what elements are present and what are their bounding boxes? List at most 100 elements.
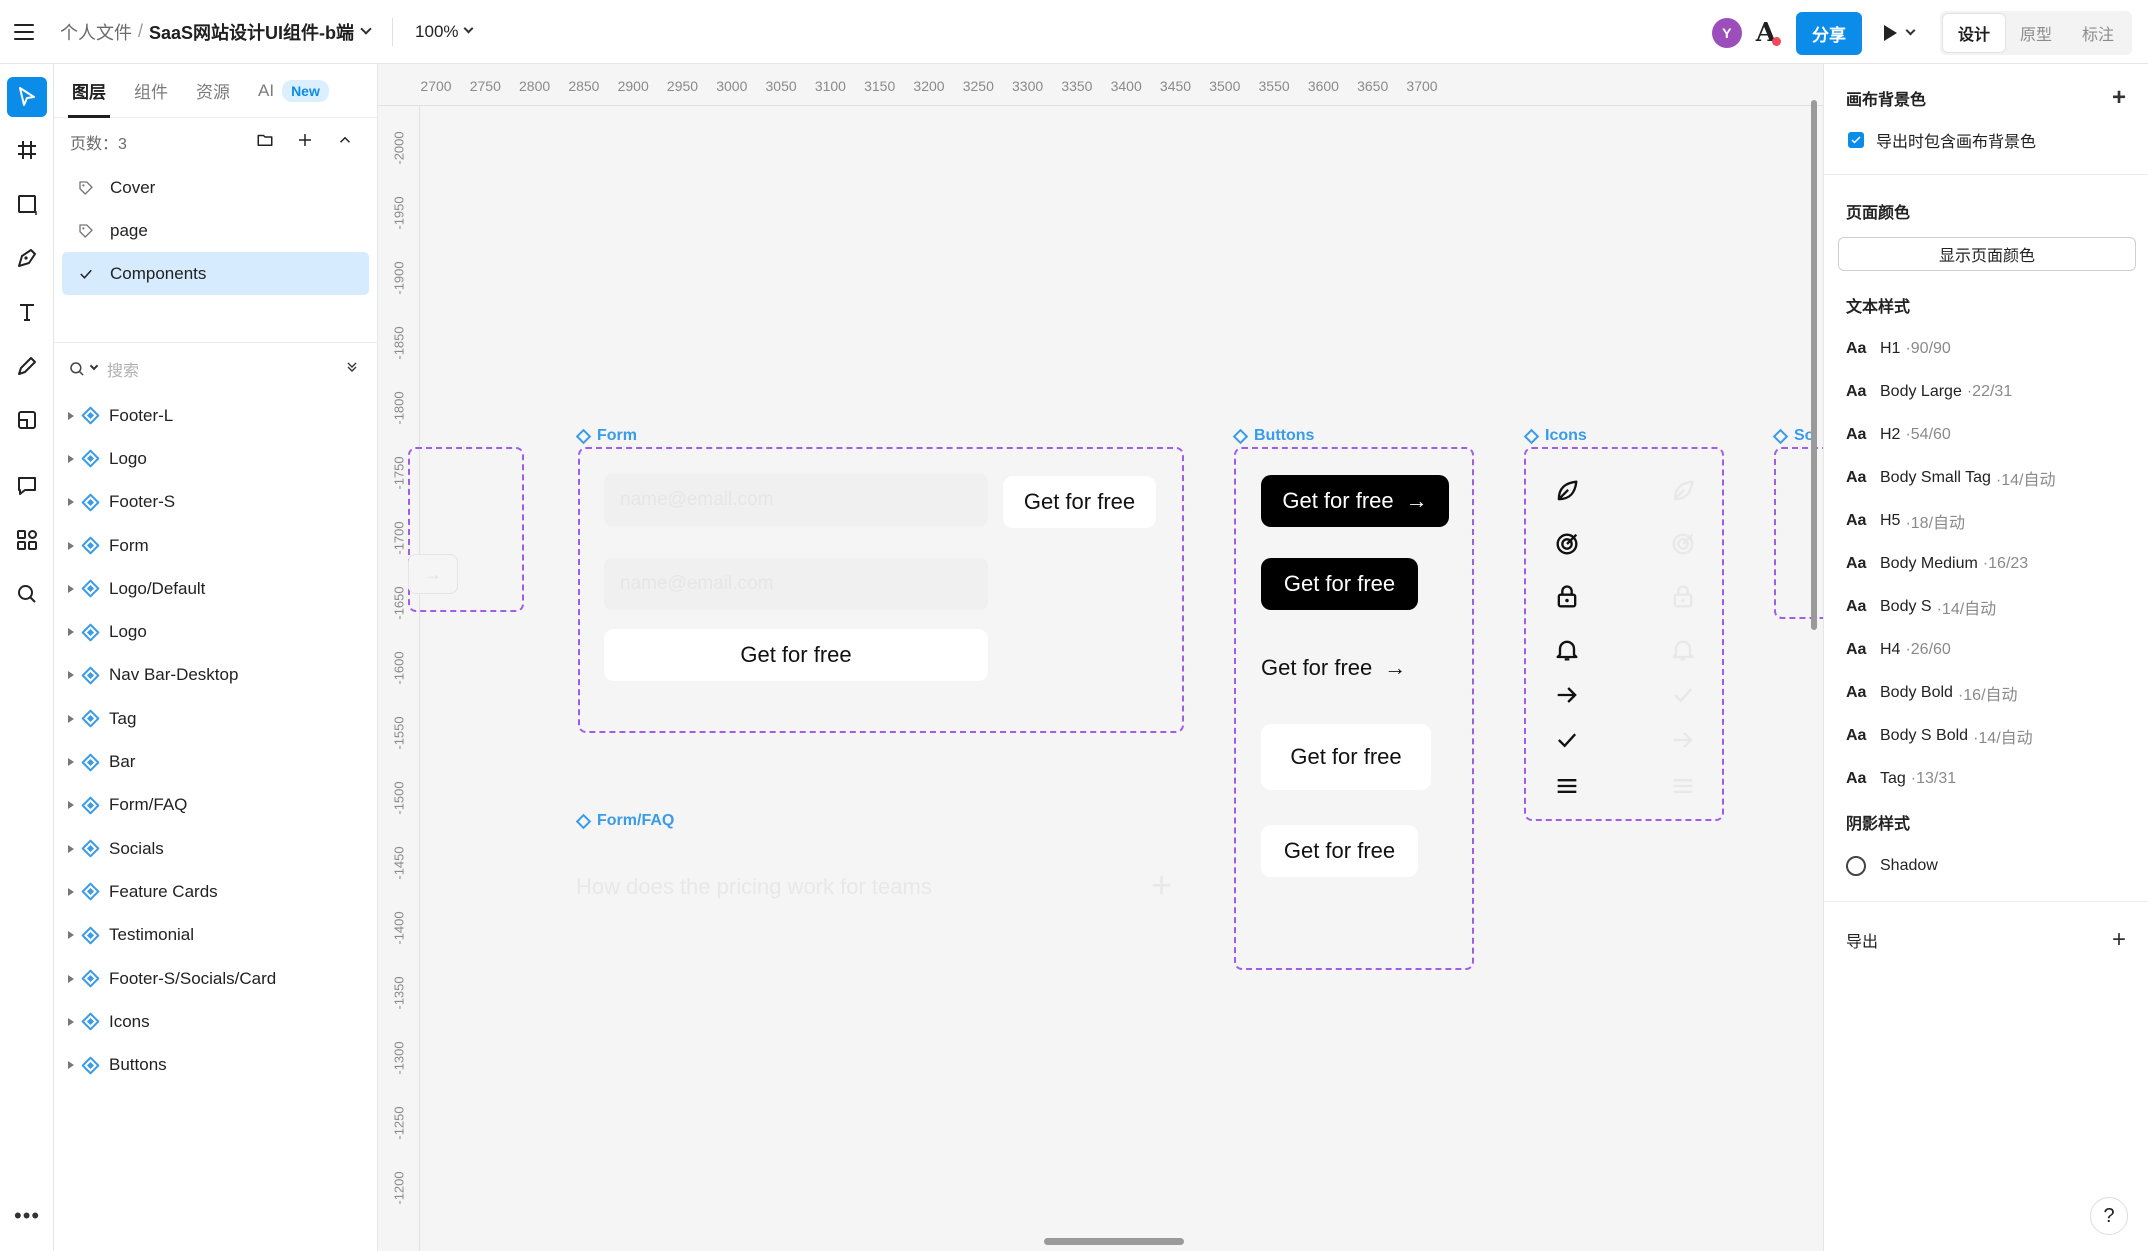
layer-item[interactable]: Bar <box>54 740 378 783</box>
layer-search[interactable]: 搜索 <box>54 342 378 394</box>
expand-caret-icon[interactable] <box>68 1017 74 1026</box>
layer-item[interactable]: Form <box>54 524 378 567</box>
text-tool[interactable] <box>7 292 47 332</box>
plus-icon[interactable]: + <box>1151 864 1173 905</box>
more-icon[interactable]: ••• <box>14 1203 41 1228</box>
layer-item[interactable]: Nav Bar-Desktop <box>54 654 378 697</box>
checkbox-checked[interactable] <box>1848 132 1864 148</box>
expand-caret-icon[interactable] <box>68 974 74 983</box>
frame-label-socials[interactable]: So <box>1772 427 1814 445</box>
chevron-down-icon[interactable] <box>360 22 372 35</box>
layer-item[interactable]: Footer-L <box>54 394 378 437</box>
frame-label-buttons[interactable]: Buttons <box>1232 427 1314 445</box>
expand-caret-icon[interactable] <box>68 887 74 896</box>
arrow-right-icon[interactable] <box>1552 680 1582 710</box>
vertical-scrollbar[interactable] <box>1811 100 1817 630</box>
email-field[interactable]: name@email.com <box>604 474 988 526</box>
present-button[interactable] <box>1883 25 1916 41</box>
tab-annotate[interactable]: 标注 <box>2081 27 2114 44</box>
tab-assets[interactable]: 资源 <box>196 83 230 102</box>
faq-question[interactable]: How does the pricing work for teams <box>576 874 932 899</box>
get-free-button-inline[interactable]: Get for free <box>1003 476 1156 528</box>
layer-item[interactable]: Buttons <box>54 1043 378 1086</box>
layer-item[interactable]: Icons <box>54 1000 378 1043</box>
layer-item[interactable]: Testimonial <box>54 914 378 957</box>
section-tool[interactable] <box>7 400 47 440</box>
expand-caret-icon[interactable] <box>68 714 74 723</box>
horizontal-scrollbar[interactable] <box>1044 1238 1184 1245</box>
plugins-tool[interactable] <box>7 520 47 560</box>
layer-item[interactable]: Form/FAQ <box>54 784 378 827</box>
include-bg-checkbox-row[interactable]: 导出时包含画布背景色 <box>1824 120 2148 160</box>
text-arrow-button[interactable]: Get for free→ <box>1261 642 1406 694</box>
secondary-button[interactable]: Get for free <box>1261 825 1418 877</box>
collapse-icon[interactable] <box>335 130 355 150</box>
layer-item[interactable]: Logo <box>54 610 378 653</box>
expand-caret-icon[interactable] <box>68 541 74 550</box>
primary-button[interactable]: Get for free <box>1261 558 1418 610</box>
help-button[interactable]: ? <box>2090 1197 2128 1235</box>
rectangle-tool[interactable] <box>7 184 47 224</box>
check-icon[interactable] <box>1552 725 1582 755</box>
layer-item[interactable]: Tag <box>54 697 378 740</box>
get-free-button-full[interactable]: Get for free <box>604 629 988 681</box>
secondary-large-button[interactable]: Get for free <box>1261 724 1431 790</box>
expand-caret-icon[interactable] <box>68 671 74 680</box>
move-tool[interactable] <box>7 77 47 117</box>
avatar[interactable]: Y <box>1711 18 1742 48</box>
missing-font-icon[interactable]: A <box>1756 18 1781 48</box>
expand-caret-icon[interactable] <box>68 411 74 420</box>
tab-design[interactable]: 设计 <box>1942 14 2005 52</box>
target-icon[interactable] <box>1552 529 1582 559</box>
expand-all-icon[interactable] <box>344 359 360 380</box>
frame-label-form-faq[interactable]: Form/FAQ <box>575 812 674 830</box>
search-tool[interactable] <box>7 574 47 614</box>
pencil-tool[interactable] <box>7 346 47 386</box>
layer-item[interactable]: Logo <box>54 437 378 480</box>
tab-layers[interactable]: 图层 <box>68 64 110 118</box>
expand-caret-icon[interactable] <box>68 931 74 940</box>
frame-tool[interactable] <box>7 130 47 170</box>
search-input[interactable]: 搜索 <box>107 362 140 380</box>
expand-caret-icon[interactable] <box>68 758 74 767</box>
buttons-frame[interactable] <box>1234 447 1474 970</box>
file-title[interactable]: SaaS网站设计UI组件-b端 <box>149 22 355 43</box>
expand-caret-icon[interactable] <box>68 454 74 463</box>
partial-frame-right[interactable] <box>1774 447 1823 619</box>
expand-caret-icon[interactable] <box>68 584 74 593</box>
layer-item[interactable]: Feature Cards <box>54 870 378 913</box>
expand-caret-icon[interactable] <box>68 498 74 507</box>
bell-icon[interactable] <box>1668 635 1698 665</box>
leaf-icon[interactable] <box>1552 476 1582 506</box>
layer-item[interactable]: Footer-S/Socials/Card <box>54 957 378 1000</box>
layer-item[interactable]: Logo/Default <box>54 567 378 610</box>
add-canvas-bg-icon[interactable]: + <box>2111 84 2126 111</box>
pen-tool[interactable] <box>7 238 47 278</box>
frame-label-icons[interactable]: Icons <box>1523 427 1587 445</box>
expand-caret-icon[interactable] <box>68 844 74 853</box>
shadow-style-item[interactable]: Shadow <box>1824 844 2148 887</box>
partial-frame-left[interactable] <box>408 447 524 612</box>
icons-frame[interactable] <box>1524 447 1724 821</box>
form-frame[interactable] <box>578 447 1184 733</box>
zoom-dropdown[interactable]: 100% <box>415 22 473 42</box>
email-field-2[interactable]: name@email.com <box>604 558 988 610</box>
menu-icon[interactable] <box>1552 771 1582 801</box>
leaf-icon[interactable] <box>1668 476 1698 506</box>
tab-prototype[interactable]: 原型 <box>2019 27 2052 44</box>
lock-icon[interactable] <box>1552 582 1582 612</box>
tab-ai[interactable]: AI New <box>258 64 329 118</box>
hamburger-menu-icon[interactable] <box>14 20 38 44</box>
add-page-icon[interactable] <box>295 130 315 150</box>
bell-icon[interactable] <box>1552 635 1582 665</box>
folder-icon[interactable] <box>255 130 275 150</box>
